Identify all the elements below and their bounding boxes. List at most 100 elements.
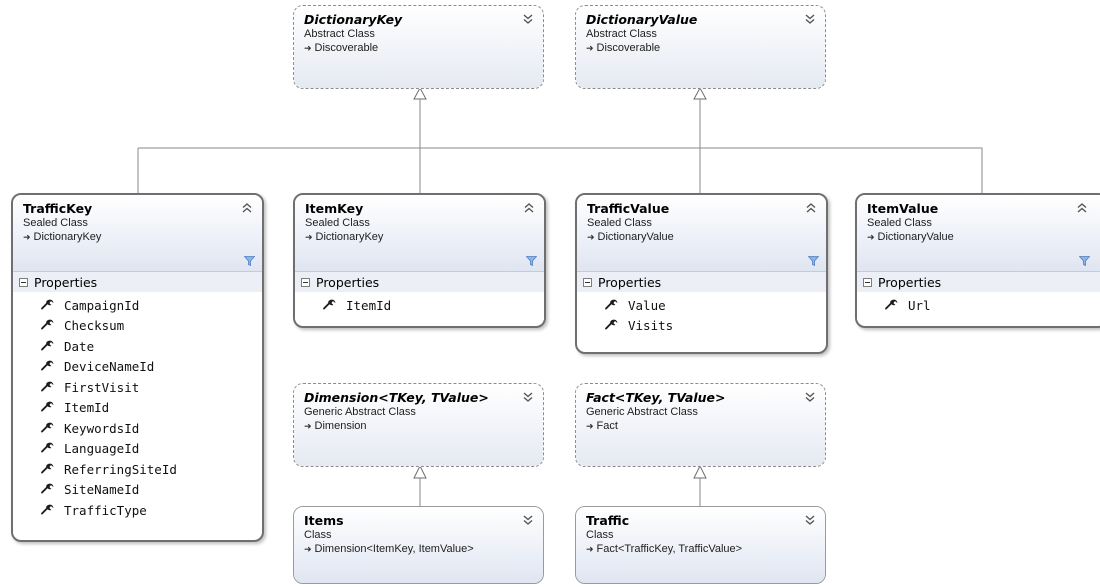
class-items[interactable]: Items Class ➜Dimension<ItemKey, ItemValu…	[293, 506, 544, 584]
property-name: KeywordsId	[64, 420, 140, 436]
inherits-arrow-icon: ➜	[304, 43, 312, 53]
class-base: ➜Discoverable	[586, 41, 815, 56]
property-wrench-icon	[41, 319, 54, 330]
collapse-chevron-icon[interactable]	[805, 202, 817, 214]
property-wrench-icon	[41, 401, 54, 412]
class-base: ➜Dimension	[304, 419, 533, 434]
filter-icon[interactable]	[244, 256, 255, 266]
collapse-chevron-icon[interactable]	[1076, 202, 1088, 214]
section-label: Properties	[878, 274, 942, 290]
inherits-arrow-icon: ➜	[305, 232, 313, 242]
class-dictionarykey[interactable]: DictionaryKey Abstract Class ➜Discoverab…	[293, 5, 544, 89]
class-stereotype: Sealed Class	[305, 217, 370, 229]
expand-chevron-icon[interactable]	[522, 514, 534, 526]
collapse-toggle-icon[interactable]	[301, 277, 310, 287]
property-name: FirstVisit	[64, 379, 140, 395]
class-base: ➜DictionaryKey	[23, 230, 252, 245]
class-name: Dimension<TKey, TValue>	[304, 390, 489, 405]
property-name: ReferringSiteId	[64, 461, 177, 477]
class-itemvalue[interactable]: ItemValue Sealed Class ➜DictionaryValue …	[855, 193, 1100, 328]
property-name: Url	[908, 297, 931, 313]
class-base: ➜Dimension<ItemKey, ItemValue>	[304, 542, 533, 557]
class-dimension[interactable]: Dimension<TKey, TValue> Generic Abstract…	[293, 383, 544, 467]
filter-icon[interactable]	[1079, 256, 1090, 266]
property-wrench-icon	[41, 360, 54, 371]
section-label: Properties	[598, 274, 662, 290]
property-row[interactable]: Value	[577, 295, 826, 316]
property-row[interactable]: KeywordsId	[13, 418, 262, 439]
base-class-name: Fact<TrafficKey, TrafficValue>	[596, 543, 743, 555]
collapse-chevron-icon[interactable]	[241, 202, 253, 214]
expand-chevron-icon[interactable]	[522, 13, 534, 25]
properties-section-header[interactable]: Properties	[577, 271, 826, 292]
property-row[interactable]: Date	[13, 336, 262, 357]
class-name: DictionaryKey	[304, 12, 403, 27]
property-name: ItemId	[64, 400, 110, 416]
class-stereotype: Abstract Class	[586, 28, 657, 40]
properties-section-header[interactable]: Properties	[857, 271, 1100, 292]
section-label: Properties	[316, 274, 380, 290]
filter-icon[interactable]	[526, 256, 537, 266]
base-class-name: Fact	[596, 420, 618, 432]
inherits-arrow-icon: ➜	[586, 421, 594, 431]
class-itemkey[interactable]: ItemKey Sealed Class ➜DictionaryKey Prop…	[293, 193, 546, 328]
property-row[interactable]: DeviceNameId	[13, 356, 262, 377]
property-row[interactable]: CampaignId	[13, 295, 262, 316]
property-list: Url	[857, 292, 1100, 320]
property-row[interactable]: FirstVisit	[13, 377, 262, 398]
collapse-toggle-icon[interactable]	[863, 277, 872, 287]
base-class-name: Dimension	[314, 420, 367, 432]
property-row[interactable]: Checksum	[13, 315, 262, 336]
class-stereotype: Generic Abstract Class	[304, 406, 416, 418]
class-stereotype: Sealed Class	[23, 217, 88, 229]
class-base: ➜Fact	[586, 419, 815, 434]
inherits-arrow-icon: ➜	[23, 232, 31, 242]
class-dictionaryvalue[interactable]: DictionaryValue Abstract Class ➜Discover…	[575, 5, 826, 89]
property-row[interactable]: ReferringSiteId	[13, 459, 262, 480]
property-row[interactable]: Visits	[577, 315, 826, 336]
expand-chevron-icon[interactable]	[804, 391, 816, 403]
filter-icon[interactable]	[808, 256, 819, 266]
property-wrench-icon	[41, 463, 54, 474]
class-stereotype: Class	[304, 529, 332, 541]
expand-chevron-icon[interactable]	[804, 514, 816, 526]
class-traffickey[interactable]: TrafficKey Sealed Class ➜DictionaryKey P…	[11, 193, 264, 542]
collapse-chevron-icon[interactable]	[523, 202, 535, 214]
class-name: DictionaryValue	[586, 12, 698, 27]
class-trafficvalue[interactable]: TrafficValue Sealed Class ➜DictionaryVal…	[575, 193, 828, 354]
inheritance-arrow-dictionaryvalue	[693, 86, 707, 100]
property-row[interactable]: LanguageId	[13, 438, 262, 459]
class-name: Items	[304, 513, 344, 528]
collapse-toggle-icon[interactable]	[19, 277, 28, 287]
properties-section-header[interactable]: Properties	[13, 271, 262, 292]
class-base: ➜DictionaryValue	[587, 230, 816, 245]
property-wrench-icon	[41, 422, 54, 433]
property-row[interactable]: TrafficType	[13, 500, 262, 521]
property-row[interactable]: SiteNameId	[13, 479, 262, 500]
property-name: Visits	[628, 318, 674, 334]
collapse-toggle-icon[interactable]	[583, 277, 592, 287]
base-class-name: Dimension<ItemKey, ItemValue>	[314, 543, 474, 555]
class-fact[interactable]: Fact<TKey, TValue> Generic Abstract Clas…	[575, 383, 826, 467]
class-name: Traffic	[586, 513, 630, 528]
properties-section-header[interactable]: Properties	[295, 271, 544, 292]
expand-chevron-icon[interactable]	[522, 391, 534, 403]
class-name: Fact<TKey, TValue>	[586, 390, 726, 405]
property-wrench-icon	[885, 299, 898, 310]
class-stereotype: Abstract Class	[304, 28, 375, 40]
class-base: ➜DictionaryValue	[867, 230, 1096, 245]
property-wrench-icon	[41, 504, 54, 515]
class-traffic[interactable]: Traffic Class ➜Fact<TrafficKey, TrafficV…	[575, 506, 826, 584]
property-row[interactable]: ItemId	[13, 397, 262, 418]
base-class-name: DictionaryValue	[877, 231, 954, 243]
property-name: TrafficType	[64, 502, 147, 518]
expand-chevron-icon[interactable]	[804, 13, 816, 25]
property-row[interactable]: Url	[857, 295, 1100, 316]
property-wrench-icon	[605, 299, 618, 310]
property-row[interactable]: ItemId	[295, 295, 544, 316]
base-class-name: DictionaryKey	[33, 231, 102, 243]
